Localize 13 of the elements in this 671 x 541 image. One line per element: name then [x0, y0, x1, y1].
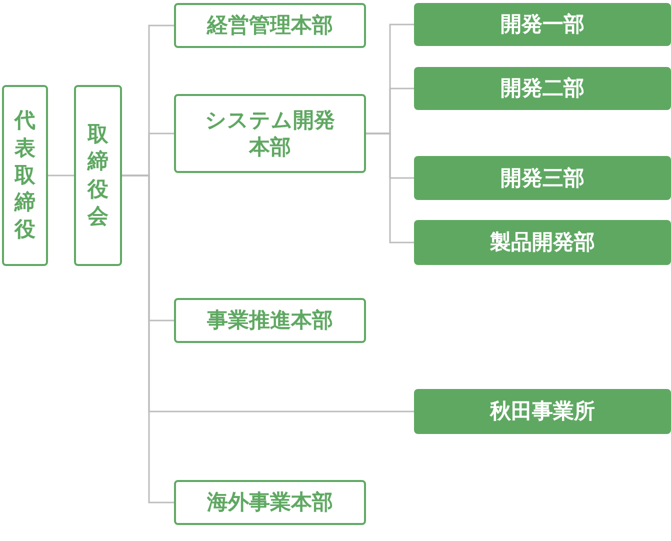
division-box: 事業推進本部	[174, 298, 366, 343]
division-box: 経営管理本部	[174, 3, 366, 48]
division-box: 海外事業本部	[174, 480, 366, 525]
department-box: 秋田事業所	[414, 389, 671, 434]
connector-line	[122, 174, 174, 504]
department-box: 製品開発部	[414, 220, 671, 265]
division-box: 代表取締役	[2, 85, 48, 266]
department-box: 開発二部	[414, 67, 671, 110]
connector-line	[48, 174, 74, 176]
department-box: 開発一部	[414, 3, 671, 46]
division-box: 取締役会	[74, 85, 122, 266]
department-box: 開発三部	[414, 156, 671, 200]
division-box: システム開発本部	[174, 94, 366, 173]
